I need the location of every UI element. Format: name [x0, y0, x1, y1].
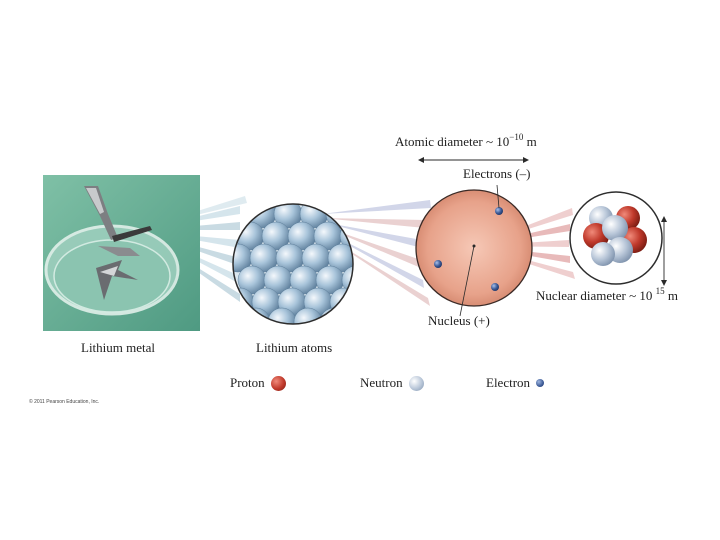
legend-electron: Electron [486, 375, 544, 391]
nucleus-label: Nucleus (+) [428, 313, 490, 329]
lithium-metal-label: Lithium metal [81, 340, 155, 356]
nucleus-zoom [570, 192, 662, 284]
lithium-metal-photo [43, 175, 200, 331]
atomic-diameter-label: Atomic diameter ~ 10−10 m [395, 134, 537, 150]
nuclear-diameter-arrow [661, 216, 667, 286]
lithium-atoms-label: Lithium atoms [256, 340, 332, 356]
legend-proton-label: Proton [230, 375, 265, 391]
lithium-atom-cloud [416, 185, 532, 316]
legend-electron-label: Electron [486, 375, 530, 391]
legend-neutron: Neutron [360, 375, 424, 391]
copyright-notice: © 2011 Pearson Education, Inc. [29, 399, 99, 405]
atomic-diameter-arrow [418, 157, 529, 163]
neutron-swatch-icon [409, 376, 424, 391]
electrons-label: Electrons (–) [463, 166, 531, 182]
nuclear-diameter-label: Nuclear diameter ~ 10 15 m [536, 288, 678, 304]
electron-1 [495, 207, 503, 215]
legend-proton: Proton [230, 375, 286, 391]
legend-neutron-label: Neutron [360, 375, 403, 391]
electron-2 [434, 260, 442, 268]
electron-swatch-icon [536, 379, 544, 387]
proton-swatch-icon [271, 376, 286, 391]
electron-3 [491, 283, 499, 291]
